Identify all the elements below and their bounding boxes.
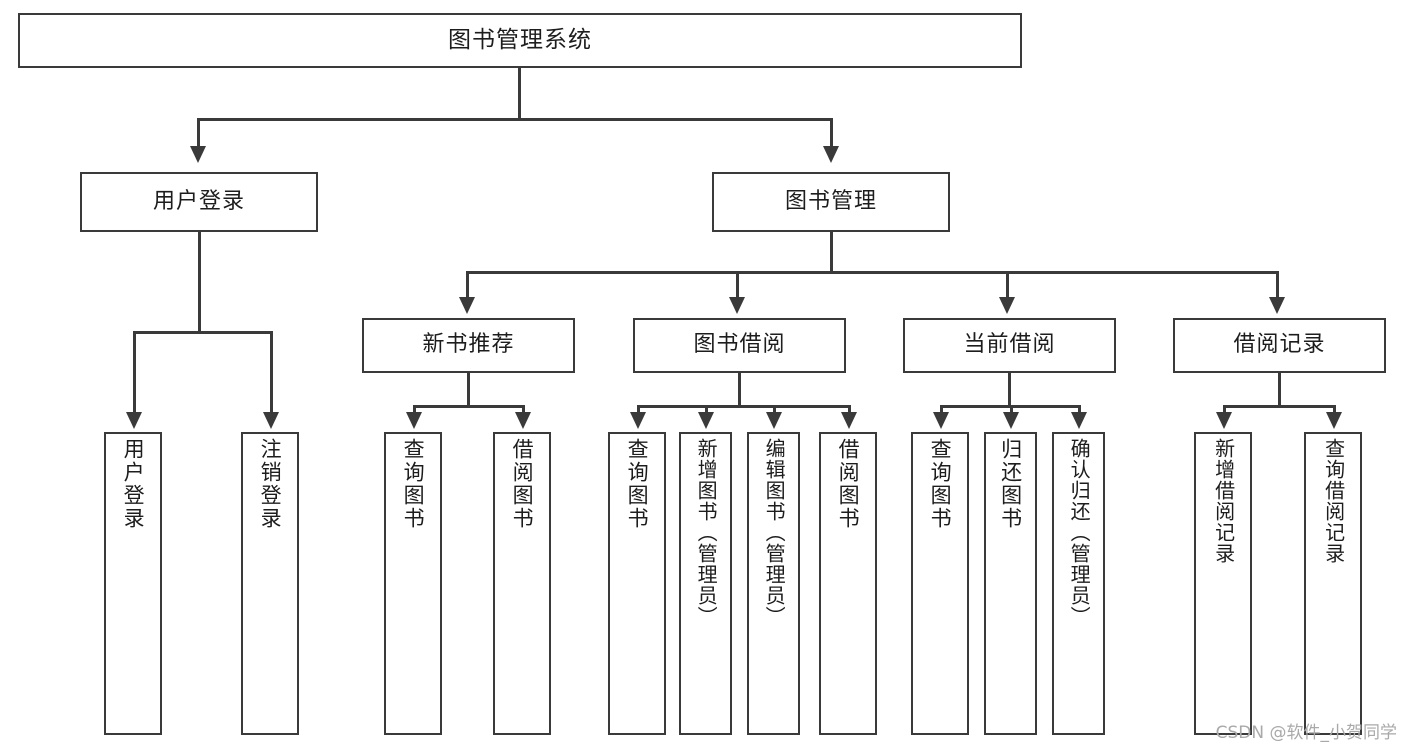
edge-drop-borrow-record — [1276, 271, 1279, 299]
node-label: 借阅记录 — [1233, 332, 1326, 358]
edge-current-borrow-child-2 — [1010, 405, 1013, 414]
node-label: 图书管理 — [784, 188, 877, 214]
edge-level2-bar — [197, 118, 833, 121]
leaf-label: 查询图书 — [928, 438, 953, 530]
node-label: 用户登录 — [152, 188, 245, 214]
arrowhead-leaf-add-record — [1216, 412, 1232, 429]
edge-book-borrow-child-2 — [705, 405, 708, 414]
leaf-label: 新增图书（管理员） — [694, 438, 719, 627]
arrowhead-leaf-add-book — [698, 412, 714, 429]
edge-new-book-stem — [467, 373, 470, 407]
leaf-label: 查询图书 — [401, 438, 426, 530]
edge-user-login-child-1 — [133, 331, 136, 414]
node-root-book-management-system[interactable]: 图书管理系统 — [18, 13, 1022, 68]
leaf-user-login[interactable]: 用户登录 — [104, 432, 162, 735]
node-user-login[interactable]: 用户登录 — [80, 172, 318, 232]
edge-user-login-bar — [133, 331, 273, 334]
watermark: CSDN @软件_小贺同学 — [1215, 723, 1397, 743]
leaf-label: 借阅图书 — [510, 438, 535, 530]
leaf-add-book-admin[interactable]: 新增图书（管理员） — [679, 432, 732, 735]
node-book-management[interactable]: 图书管理 — [712, 172, 950, 232]
edge-user-login-child-2 — [270, 331, 273, 414]
arrowhead-leaf-query-book-1 — [406, 412, 422, 429]
node-new-book-recommend[interactable]: 新书推荐 — [362, 318, 575, 373]
edge-drop-book-borrow — [736, 271, 739, 299]
arrowhead-leaf-return-book — [1003, 412, 1019, 429]
arrowhead-leaf-user-login — [126, 412, 142, 429]
node-label: 图书借阅 — [693, 332, 786, 358]
edge-current-borrow-stem — [1008, 373, 1011, 407]
leaf-label: 确认归还（管理员） — [1067, 438, 1092, 627]
edge-new-book-child-1 — [413, 405, 416, 414]
arrowhead-leaf-borrow-book-1 — [515, 412, 531, 429]
arrowhead-leaf-confirm-return — [1071, 412, 1087, 429]
edge-user-login-stem — [198, 232, 201, 333]
edge-drop-user-login — [197, 118, 200, 148]
node-label: 当前借阅 — [963, 332, 1056, 358]
edge-book-management-stem — [830, 232, 833, 274]
leaf-query-book-borrow[interactable]: 查询图书 — [608, 432, 666, 735]
edge-book-borrow-bar — [637, 405, 851, 408]
leaf-label: 借阅图书 — [836, 438, 861, 530]
node-borrow-record[interactable]: 借阅记录 — [1173, 318, 1386, 373]
leaf-logout[interactable]: 注销登录 — [241, 432, 299, 735]
arrowhead-borrow-record — [1269, 297, 1285, 314]
edge-book-borrow-stem — [738, 373, 741, 407]
arrowhead-leaf-query-book-3 — [933, 412, 949, 429]
arrowhead-current-borrow — [999, 297, 1015, 314]
edge-drop-new-book — [466, 271, 469, 299]
arrowhead-book-borrow — [729, 297, 745, 314]
leaf-query-book-new[interactable]: 查询图书 — [384, 432, 442, 735]
arrowhead-new-book — [459, 297, 475, 314]
edge-current-borrow-child-1 — [940, 405, 943, 414]
edge-drop-current-borrow — [1006, 271, 1009, 299]
leaf-query-borrow-record[interactable]: 查询借阅记录 — [1304, 432, 1362, 735]
arrowhead-leaf-logout — [263, 412, 279, 429]
edge-level3-bar — [466, 271, 1278, 274]
edge-book-borrow-child-4 — [848, 405, 851, 414]
leaf-label: 查询借阅记录 — [1321, 438, 1346, 564]
edge-new-book-child-2 — [522, 405, 525, 414]
edge-book-borrow-child-1 — [637, 405, 640, 414]
leaf-add-borrow-record[interactable]: 新增借阅记录 — [1194, 432, 1252, 735]
edge-borrow-record-stem — [1278, 373, 1281, 407]
leaf-borrow-book-new[interactable]: 借阅图书 — [493, 432, 551, 735]
leaf-edit-book-admin[interactable]: 编辑图书（管理员） — [747, 432, 800, 735]
node-book-borrow[interactable]: 图书借阅 — [633, 318, 846, 373]
leaf-label: 注销登录 — [258, 438, 283, 530]
node-label: 图书管理系统 — [448, 26, 592, 53]
leaf-label: 查询图书 — [625, 438, 650, 530]
leaf-borrow-book-borrow[interactable]: 借阅图书 — [819, 432, 877, 735]
leaf-label: 归还图书 — [998, 438, 1023, 530]
leaf-label: 新增借阅记录 — [1211, 438, 1236, 564]
arrowhead-leaf-query-book-2 — [630, 412, 646, 429]
arrowhead-leaf-query-record — [1326, 412, 1342, 429]
leaf-query-book-current[interactable]: 查询图书 — [911, 432, 969, 735]
edge-new-book-bar — [413, 405, 525, 408]
arrowhead-user-login — [190, 146, 206, 163]
edge-root-stem — [518, 68, 521, 120]
edge-borrow-record-bar — [1223, 405, 1336, 408]
leaf-label: 编辑图书（管理员） — [762, 438, 787, 627]
edge-current-borrow-child-3 — [1078, 405, 1081, 414]
leaf-confirm-return-admin[interactable]: 确认归还（管理员） — [1052, 432, 1105, 735]
edge-borrow-record-child-1 — [1223, 405, 1226, 414]
arrowhead-book-management — [823, 146, 839, 163]
edge-drop-book-management — [830, 118, 833, 148]
leaf-return-book[interactable]: 归还图书 — [984, 432, 1037, 735]
edge-borrow-record-child-2 — [1333, 405, 1336, 414]
edge-book-borrow-child-3 — [773, 405, 776, 414]
node-label: 新书推荐 — [422, 332, 515, 358]
leaf-label: 用户登录 — [121, 438, 146, 530]
arrowhead-leaf-borrow-book-2 — [841, 412, 857, 429]
node-current-borrow[interactable]: 当前借阅 — [903, 318, 1116, 373]
arrowhead-leaf-edit-book — [766, 412, 782, 429]
